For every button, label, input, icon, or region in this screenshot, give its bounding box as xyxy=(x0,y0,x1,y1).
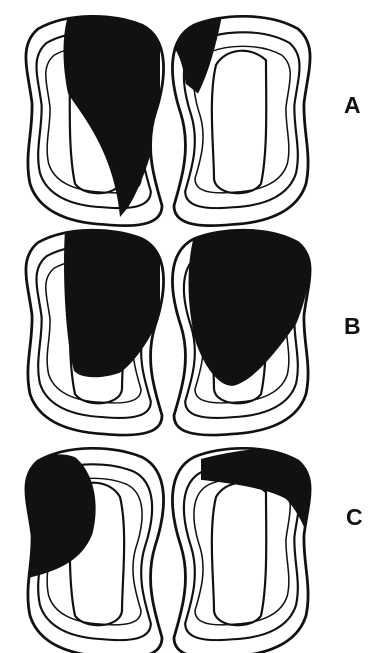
panel-a xyxy=(26,16,310,226)
left-sole-c xyxy=(10,448,164,653)
panel-c xyxy=(10,448,326,653)
left-sole-a xyxy=(26,16,164,226)
left-sole-b xyxy=(26,229,164,435)
panel-b xyxy=(26,229,312,435)
right-sole-b xyxy=(172,229,312,435)
label-b: B xyxy=(344,313,361,339)
right-sole-a xyxy=(162,16,310,226)
label-c: C xyxy=(346,504,363,530)
label-a: A xyxy=(344,92,361,118)
right-sole-c xyxy=(172,448,326,653)
